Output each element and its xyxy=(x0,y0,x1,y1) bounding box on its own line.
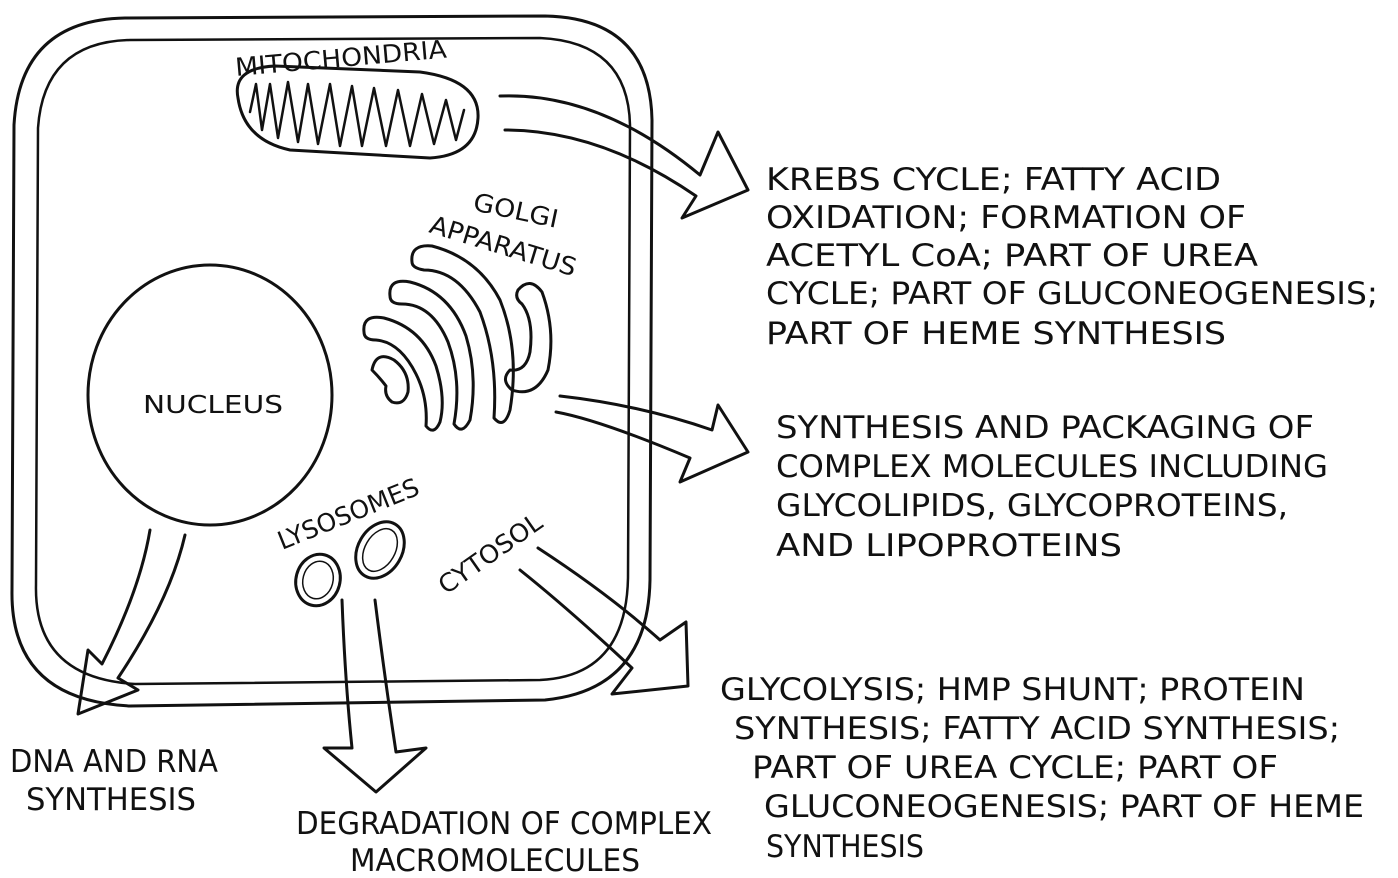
desc-cytosol: GLYCOLYSIS; HMP SHUNT; PROTEIN SYNTHESIS… xyxy=(720,672,1364,865)
desc-mitochondria-line: PART OF HEME SYNTHESIS xyxy=(766,316,1226,352)
desc-golgi-line: GLYCOLIPIDS, GLYCOPROTEINS, xyxy=(776,488,1288,524)
desc-golgi: SYNTHESIS AND PACKAGING OF COMPLEX MOLEC… xyxy=(776,410,1328,564)
label-nucleus: NUCLEUS xyxy=(143,390,283,419)
label-mitochondria: MITOCHONDRIA xyxy=(234,35,448,82)
arrow-cytosol xyxy=(520,548,688,694)
desc-mitochondria-line: ACETYL CoA; PART OF UREA xyxy=(766,238,1258,274)
desc-golgi-line: COMPLEX MOLECULES INCLUDING xyxy=(776,449,1328,485)
desc-lysosomes-line: DEGRADATION OF COMPLEX xyxy=(296,806,712,842)
label-cytosol: CYTOSOL xyxy=(433,507,548,600)
desc-golgi-line: AND LIPOPROTEINS xyxy=(776,528,1122,564)
desc-cytosol-line: PART OF UREA CYCLE; PART OF xyxy=(752,750,1278,786)
cell-membrane-outer xyxy=(12,16,652,706)
mitochondrion xyxy=(237,66,478,158)
cristae xyxy=(250,82,464,146)
desc-cytosol-line: GLYCOLYSIS; HMP SHUNT; PROTEIN xyxy=(720,672,1305,708)
desc-cytosol-line: SYNTHESIS; FATTY ACID SYNTHESIS; xyxy=(734,711,1340,747)
desc-mitochondria-line: OXIDATION; FORMATION OF xyxy=(766,200,1246,236)
arrow-lysosomes xyxy=(324,600,426,792)
desc-nucleus-line: DNA AND RNA xyxy=(10,744,218,780)
desc-nucleus-line: SYNTHESIS xyxy=(26,782,196,818)
desc-golgi-line: SYNTHESIS AND PACKAGING OF xyxy=(776,410,1314,446)
label-lysosomes: LYSOSOMES xyxy=(273,472,423,555)
desc-cytosol-line: SYNTHESIS xyxy=(766,829,924,865)
desc-lysosomes: DEGRADATION OF COMPLEX MACROMOLECULES xyxy=(296,806,712,878)
arrow-nucleus xyxy=(78,530,185,714)
desc-mitochondria-line: KREBS CYCLE; FATTY ACID xyxy=(766,162,1221,198)
golgi-apparatus xyxy=(364,246,551,430)
desc-mitochondria: KREBS CYCLE; FATTY ACID OXIDATION; FORMA… xyxy=(766,162,1378,352)
desc-lysosomes-line: MACROMOLECULES xyxy=(350,843,640,878)
desc-nucleus: DNA AND RNA SYNTHESIS xyxy=(10,744,218,818)
desc-mitochondria-line: CYCLE; PART OF GLUCONEOGENESIS; xyxy=(766,276,1378,312)
desc-cytosol-line: GLUCONEOGENESIS; PART OF HEME xyxy=(764,789,1364,825)
